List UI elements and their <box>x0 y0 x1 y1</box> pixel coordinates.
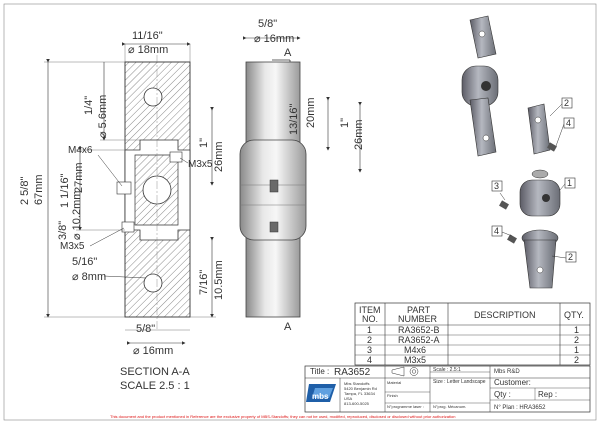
balloon-2-top <box>561 97 573 109</box>
bom-header-part: PART <box>407 305 431 315</box>
finish-field: Finish <box>387 393 398 398</box>
dim-right-height: 1" <box>198 138 210 148</box>
side-dim-full-height: 1" <box>339 118 351 128</box>
scale-field: Scale : 2.5:1 <box>433 367 461 373</box>
dim-bottom-width-mm: ⌀ 16mm <box>133 345 173 357</box>
dim-lower-hole-mm: ⌀ 8mm <box>72 271 106 283</box>
section-view: 11/16" ⌀ 18mm 2 5/8" 67mm 1/4" ⌀ 5.6mm <box>19 30 225 392</box>
rep-field: Rep : <box>538 390 557 399</box>
disclaimer: This document and the product mentioned … <box>110 414 455 419</box>
prog-mecanum-field: N°prog. Mécanum. <box>433 404 466 409</box>
dim-bottom-width: 5/8" <box>136 323 155 335</box>
bom-row-part: M3x5 <box>404 355 426 365</box>
company-field: Mbs R&D <box>494 369 520 375</box>
dim-bore-mm: ⌀ 10.2mm <box>71 191 83 240</box>
label-screw-m3x5-right: M3x5 <box>188 159 213 170</box>
address-line: 813-600-5025 <box>344 401 370 406</box>
dim-lower-height-mm: 10.5mm <box>213 260 225 300</box>
projection-symbol-icon <box>391 366 419 377</box>
label-screw-m3x5-left: M3x5 <box>60 241 85 252</box>
side-dim-top-width: 5/8" <box>258 18 277 30</box>
svg-text:mbs: mbs <box>312 392 329 401</box>
prog-laser-field: N°programme laser : <box>387 404 424 409</box>
bom-row-qty: 1 <box>574 325 579 335</box>
svg-text:NO.: NO. <box>362 314 378 324</box>
bom-row-item: 4 <box>367 355 372 365</box>
dim-center-height-mm: 27mm <box>73 162 85 193</box>
side-dim-mid-height-mm: 20mm <box>305 97 317 128</box>
sheet-border <box>3 3 597 421</box>
address-line: Tampa, FL 33634 <box>344 391 376 396</box>
bom-row-part: RA3652-B <box>398 325 440 335</box>
upper-hole <box>143 87 163 107</box>
bom-header-item: ITEM <box>359 305 381 315</box>
bom-row-item: 1 <box>367 325 372 335</box>
address-line: 5420 Benjamin Rd <box>344 386 377 391</box>
title-block: Title : RA3652 Scale : 2.5:1 Size : Lett… <box>304 365 591 413</box>
bom-row-qty: 1 <box>574 345 579 355</box>
address-line: USA <box>344 396 353 401</box>
material-field: Material <box>387 380 401 385</box>
plan-number: N° Plan : HRA3652 <box>494 405 546 411</box>
title-label: Title : <box>310 367 329 376</box>
bom-row-part: M4x6 <box>404 345 426 355</box>
dim-lower-height: 7/16" <box>198 270 210 295</box>
lower-hole <box>143 273 163 293</box>
dim-upper-gap: 1/4" <box>83 96 95 115</box>
side-view: 5/8" ⌀ 16mm A A 13/16" 20mm 1" 26mm <box>239 18 365 333</box>
bom-row-qty: 2 <box>574 335 579 345</box>
size-field: Size : Letter Landscape <box>433 379 486 385</box>
balloon-4-bottom <box>491 225 503 237</box>
balloon-1 <box>564 177 576 189</box>
bom-row-qty: 2 <box>574 355 579 365</box>
bom-row-item: 3 <box>367 345 372 355</box>
dim-top-width-mm: ⌀ 18mm <box>128 44 168 56</box>
balloon-group: 2 4 1 3 4 2 <box>491 97 577 263</box>
balloon-2-bottom <box>565 251 577 263</box>
mbs-logo: mbs <box>306 384 336 402</box>
svg-text:NUMBER: NUMBER <box>398 314 438 324</box>
bom-header-qty: QTY. <box>564 310 584 320</box>
address-line: Mbs Standoffs <box>344 381 370 386</box>
drawing-title: RA3652 <box>334 367 371 378</box>
dim-lower-hole: 5/16" <box>72 256 97 268</box>
side-dim-full-height-mm: 26mm <box>353 119 365 150</box>
section-mark-bottom: A <box>284 321 292 333</box>
side-dim-top-width-mm: ⌀ 16mm <box>254 33 294 45</box>
dim-upper-gap-mm: ⌀ 5.6mm <box>97 95 109 138</box>
balloon-4-top <box>563 117 575 129</box>
dim-overall-height: 2 5/8" <box>19 177 31 205</box>
side-dim-mid-height: 13/16" <box>288 103 300 135</box>
bom-table: ITEM NO. PART NUMBER DESCRIPTION QTY. 1 … <box>354 302 591 366</box>
svg-text:1: 1 <box>567 178 572 188</box>
balloon-3 <box>491 180 503 192</box>
section-mark-top: A <box>284 47 292 59</box>
label-screw-m4x6: M4x6 <box>68 145 93 156</box>
svg-text:2: 2 <box>564 98 569 108</box>
svg-text:4: 4 <box>566 118 571 128</box>
dim-overall-height-mm: 67mm <box>33 174 45 205</box>
svg-text:4: 4 <box>494 226 499 236</box>
section-caption: SECTION A-A <box>120 366 190 378</box>
bore-circle <box>142 175 172 205</box>
svg-text:3: 3 <box>494 181 499 191</box>
scale-caption: SCALE 2.5 : 1 <box>120 380 190 392</box>
dim-bore: 3/8" <box>57 221 69 240</box>
dim-top-width: 11/16" <box>132 30 163 42</box>
qty-field: Qty : <box>494 390 511 399</box>
dim-right-height-mm: 26mm <box>213 141 225 172</box>
dim-center-height: 1 1/16" <box>59 173 71 208</box>
customer-field: Customer: <box>494 378 531 387</box>
bom-row-part: RA3652-A <box>398 335 440 345</box>
bom-row-item: 2 <box>367 335 372 345</box>
isometric-assembly <box>461 15 567 289</box>
bom-header-description: DESCRIPTION <box>474 310 536 320</box>
svg-text:2: 2 <box>568 252 573 262</box>
